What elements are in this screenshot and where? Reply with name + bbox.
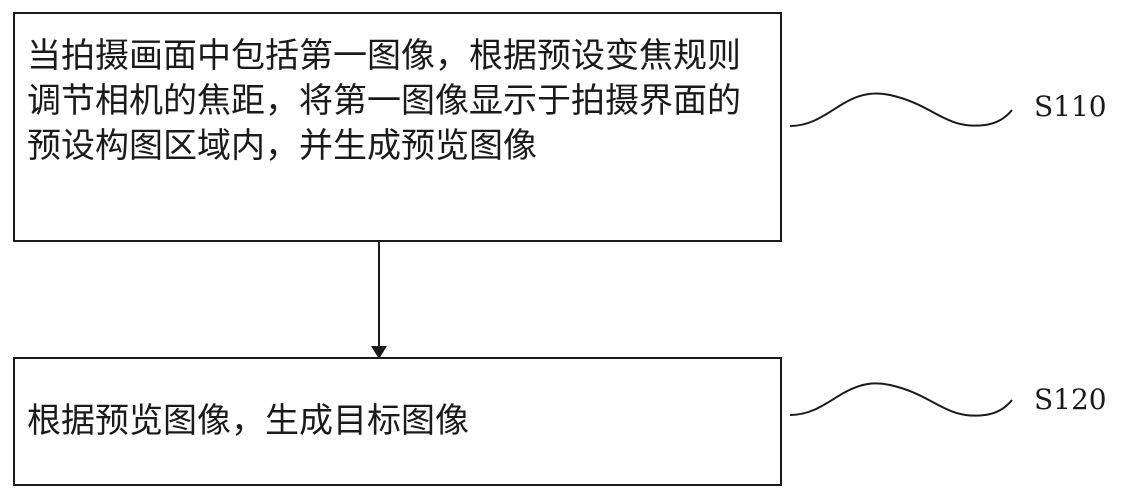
leader-line-s120 (789, 382, 1013, 417)
step-text-s110: 当拍摄画面中包括第一图像，根据预设变焦规则调节相机的焦距，将第一图像显示于拍摄界… (27, 36, 741, 166)
leader-line-s110 (789, 92, 1013, 127)
step-text-s120: 根据预览图像，生成目标图像 (27, 401, 469, 441)
step-label-s110: S110 (1034, 90, 1107, 123)
step-box-s120: 根据预览图像，生成目标图像 (13, 357, 782, 486)
step-label-s120: S120 (1034, 383, 1107, 416)
step-box-s110: 当拍摄画面中包括第一图像，根据预设变焦规则调节相机的焦距，将第一图像显示于拍摄界… (13, 12, 782, 242)
